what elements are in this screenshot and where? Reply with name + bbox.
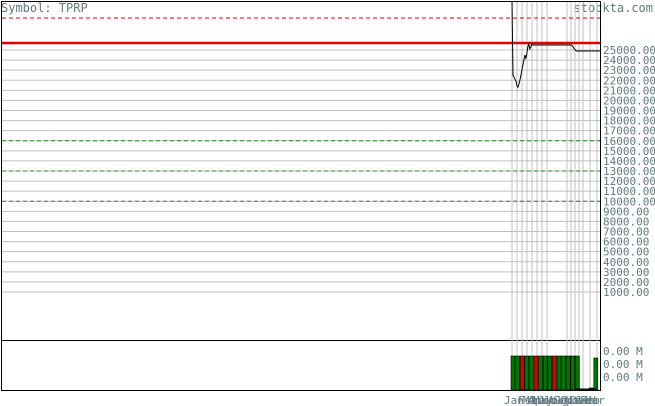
y-tick-label: 3000.00: [603, 266, 649, 279]
price-y-axis: 25000.0024000.0023000.0022000.0021000.00…: [603, 44, 655, 299]
y-tick-label: 17000.00: [603, 125, 655, 138]
price-series: [511, 1, 600, 89]
month-label: Dec: [570, 394, 590, 406]
site-label: stockta.com: [574, 1, 653, 15]
volume-tick-label: 0.00 M: [603, 358, 643, 371]
volume-bar: [524, 355, 530, 391]
y-tick-label: 23000.00: [603, 64, 655, 77]
month-label: Jul: [543, 394, 563, 406]
volume-bar: [561, 355, 566, 391]
volume-bar: [529, 355, 534, 391]
price-line: [511, 1, 600, 89]
y-tick-label: 15000.00: [603, 145, 655, 158]
volume-bar: [565, 355, 571, 391]
symbol-label: Symbol: TPRP: [1, 1, 88, 15]
volume-bar: [593, 357, 599, 391]
volume-tick-label: 0.00 M: [603, 345, 643, 358]
y-tick-label: 19000.00: [603, 105, 655, 118]
month-label: Jan: [504, 394, 524, 406]
month-label: Jan: [575, 394, 595, 406]
month-label: Mar: [523, 394, 543, 406]
y-tick-label: 6000.00: [603, 236, 649, 249]
y-tick-label: 21000.00: [603, 84, 655, 97]
month-label: Feb: [518, 394, 538, 406]
month-label: Oct: [560, 394, 580, 406]
y-tick-label: 11000.00: [603, 185, 655, 198]
volume-bar: [552, 355, 557, 391]
y-tick-label: 20000.00: [603, 94, 655, 107]
y-tick-label: 8000.00: [603, 215, 649, 228]
y-tick-label: 7000.00: [603, 226, 649, 239]
y-tick-label: 13000.00: [603, 165, 655, 178]
x-axis-labels: JanFebMarAprMayJunJulAugSepOctNovDecJanF…: [504, 394, 605, 406]
y-tick-label: 24000.00: [603, 54, 655, 67]
y-tick-label: 4000.00: [603, 256, 649, 269]
y-tick-label: 5000.00: [603, 246, 649, 259]
y-tick-label: 10000.00: [603, 195, 655, 208]
month-label: May: [533, 394, 553, 406]
volume-bar: [519, 355, 525, 391]
y-tick-label: 22000.00: [603, 74, 655, 87]
month-label: Jun: [538, 394, 558, 406]
y-tick-label: 9000.00: [603, 205, 649, 218]
y-tick-label: 25000.00: [603, 44, 655, 57]
price-grid: [2, 49, 600, 293]
volume-bar: [533, 355, 539, 391]
y-tick-label: 12000.00: [603, 175, 655, 188]
volume-bar: [538, 355, 543, 391]
volume-bar: [575, 355, 580, 391]
volume-bars: [510, 355, 599, 391]
vertical-grid: [511, 2, 598, 390]
volume-y-axis: 0.00 M0.00 M0.00 M: [603, 345, 643, 384]
volume-bar: [542, 355, 548, 391]
y-tick-label: 2000.00: [603, 276, 649, 289]
y-tick-label: 16000.00: [603, 135, 655, 148]
month-label: Nov: [565, 394, 585, 406]
month-label: Feb: [580, 394, 600, 406]
month-label: Apr: [528, 394, 548, 406]
volume-bar: [556, 355, 562, 391]
month-label: Sep: [553, 394, 573, 406]
volume-bar: [510, 355, 516, 391]
month-label: Mar: [585, 394, 605, 406]
month-label: Aug: [548, 394, 568, 406]
level-lines: [2, 17, 600, 202]
y-tick-label: 1000.00: [603, 286, 649, 299]
volume-bar: [515, 355, 520, 391]
volume-tick-label: 0.00 M: [603, 371, 643, 384]
y-tick-label: 18000.00: [603, 115, 655, 128]
volume-bar: [570, 355, 576, 391]
volume-panel-frame: [1, 340, 601, 391]
y-tick-label: 14000.00: [603, 155, 655, 168]
volume-bar: [547, 355, 553, 391]
